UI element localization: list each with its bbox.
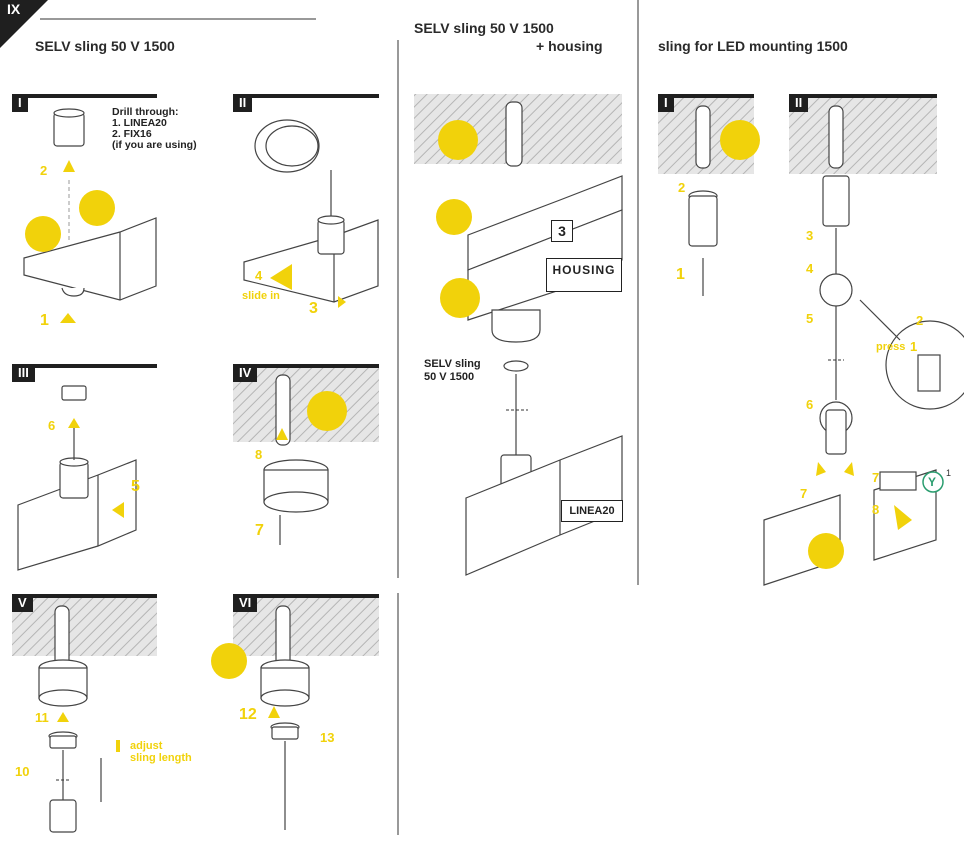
panel-tag-iii: III (12, 364, 35, 382)
step-number: 5 (131, 478, 140, 495)
panel-bars (12, 94, 937, 598)
arrow-up (63, 160, 75, 172)
arrow-big (894, 505, 912, 530)
step-number: 12 (239, 706, 257, 723)
profile-i (23, 108, 157, 301)
press-label: press (876, 341, 906, 353)
arrow-up (68, 418, 80, 428)
step-box-3: 3 (551, 220, 573, 242)
adjust-label: adjust sling length (130, 740, 192, 764)
adjust-marker (116, 740, 120, 752)
drill-note: Drill through: 1. LINEA20 2. FIX16 (if y… (112, 106, 197, 151)
col2-title: SELV sling 50 V 1500 (414, 20, 554, 36)
step-number: 8 (255, 447, 263, 462)
step-number: 7 (255, 522, 264, 539)
y-badge-label: Y (928, 475, 937, 489)
step-number: 2 (40, 163, 48, 178)
screw-icon (307, 391, 347, 431)
drill-icon (438, 120, 478, 160)
step-number: 11 (35, 710, 49, 725)
step-number: 6 (806, 397, 814, 412)
panel-tag-v: V (12, 594, 33, 612)
electric-icon (211, 643, 247, 679)
anchor-vi (260, 605, 310, 830)
step-number: 7 (872, 470, 880, 485)
step-number: 2 (916, 313, 924, 328)
sling-label: SELV sling 50 V 1500 (424, 358, 481, 383)
step-number: 1 (676, 266, 685, 283)
ceiling-led-ii (789, 98, 937, 174)
led-ii-drawing (763, 105, 964, 586)
step-number: 2 (678, 180, 686, 195)
housing-drawing (465, 101, 623, 576)
bolt-icon (808, 533, 844, 569)
y-badge (922, 471, 944, 493)
slide-label: slide in (242, 290, 280, 302)
panel-tag-ii: II (233, 94, 253, 112)
step-number: 6 (48, 418, 56, 433)
step-number: 1 (40, 312, 49, 329)
step-number: 7 (800, 486, 808, 501)
col1-title: SELV sling 50 V 1500 (35, 38, 175, 54)
arrow-up (268, 706, 280, 718)
led-i-drawing (688, 105, 718, 296)
panel-tag-i: I (12, 94, 28, 112)
arrow-screw (112, 502, 124, 518)
profile-iii (17, 385, 137, 571)
step-number: 8 (872, 502, 880, 517)
col3-title: sling for LED mounting 1500 (658, 38, 848, 54)
panel-tag-led-i: I (658, 94, 674, 112)
step-number: 13 (320, 730, 335, 745)
panel-tag-led-ii: II (789, 94, 809, 112)
step-number: 1 (910, 339, 918, 354)
arrow-down-left (816, 462, 826, 476)
arrow-up (276, 428, 288, 440)
step-number: 4 (255, 268, 263, 283)
arrow-down-right (844, 462, 854, 476)
step-number: 3 (309, 300, 318, 317)
y-badge-sup: 1 (946, 468, 952, 478)
ceiling-vi (233, 598, 379, 656)
linea-label: LINEA20 (561, 500, 623, 522)
ceiling-v (12, 598, 157, 656)
arrow-rotate (338, 296, 346, 308)
section-badge-label: IX (7, 1, 21, 17)
section-badge (0, 0, 48, 48)
step-number: 5 (806, 311, 814, 326)
profile-ii (243, 119, 379, 303)
anchor-iv (263, 374, 329, 545)
ceiling-iv (233, 368, 379, 442)
step-number: 4 (806, 261, 814, 276)
panel-tag-iv: IV (233, 364, 258, 382)
arrow-up (60, 313, 76, 323)
drill-icon (25, 216, 61, 252)
housing-label: HOUSING (546, 258, 622, 292)
step-number: 10 (15, 764, 30, 779)
drill-icon (436, 199, 472, 235)
drill-icon (440, 278, 480, 318)
col2-subtitle: + housing (536, 38, 603, 54)
drill-icon (79, 190, 115, 226)
step-number: 3 (806, 228, 814, 243)
arrow-up (57, 712, 69, 722)
panel-tag-vi: VI (233, 594, 258, 612)
anchor-v (38, 605, 102, 833)
arrow-slide (270, 264, 292, 290)
drill-icon (720, 120, 760, 160)
